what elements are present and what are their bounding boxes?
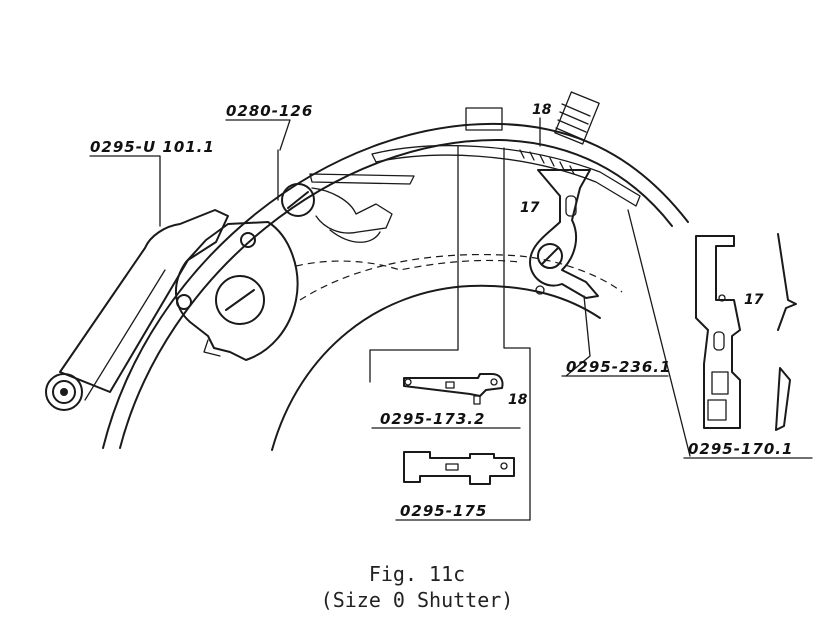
spring-blade [371, 144, 641, 207]
leader-part-236 [565, 295, 591, 377]
housing-outer-arc [102, 122, 689, 449]
detail-part-175 [403, 451, 515, 485]
detail-part-173 [403, 373, 504, 405]
detail-part-170 [695, 233, 797, 431]
leader-part-175 [503, 147, 531, 521]
label-ref-17-left: 17 [520, 200, 540, 216]
leader-part-170 [627, 209, 691, 457]
label-guard-lever: 0295-U 101.1 [90, 138, 215, 156]
label-part-175: 0295-175 [400, 502, 487, 520]
leader-0280 [225, 119, 291, 151]
label-ref-18-top: 18 [532, 102, 552, 118]
label-lever-screw: 0280-126 [226, 102, 313, 120]
leader-part-173 [369, 145, 459, 383]
label-part-173: 0295-173.2 [380, 410, 485, 428]
upper-screw [277, 149, 521, 271]
label-underlines [371, 375, 813, 521]
housing-inner-arc [119, 138, 673, 449]
figure-caption-line1: Fig. 11c [368, 562, 466, 586]
leader-guard [89, 155, 161, 227]
label-part-170: 0295-170.1 [688, 440, 793, 458]
inner-lever [529, 169, 599, 299]
adjusting-screw [554, 91, 600, 145]
label-ref-17-right: 17 [744, 292, 764, 308]
main-plate [174, 221, 299, 361]
aperture-arc [271, 284, 601, 451]
figure-caption-line2: (Size 0 Shutter) [320, 588, 514, 612]
spring-blade-hatch [519, 149, 575, 175]
aperture-dashed-arc [299, 253, 623, 301]
label-ref-18-mid: 18 [508, 392, 528, 408]
top-block [465, 107, 503, 131]
label-part-236: 0295-236.1 [566, 358, 671, 376]
guard-lever [45, 209, 229, 411]
